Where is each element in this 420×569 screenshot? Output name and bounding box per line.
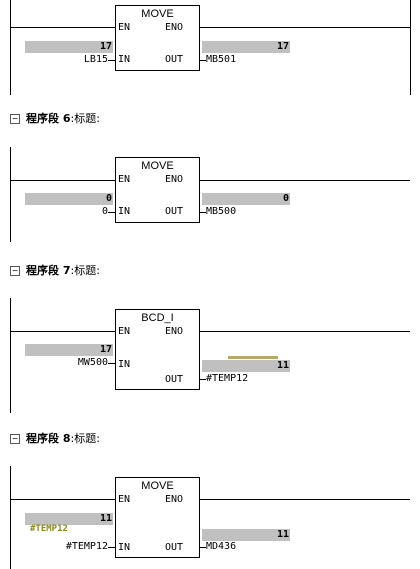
in-wire	[108, 363, 115, 364]
in-monitor-bar	[25, 513, 113, 525]
in-operand[interactable]: LB15	[83, 54, 108, 65]
in-pin: IN	[118, 54, 131, 65]
in-pin: IN	[118, 359, 131, 370]
out-wire	[200, 60, 206, 61]
bcd-i-block[interactable]: BCD_I EN ENO IN OUT	[115, 309, 200, 390]
out-monitor-bar	[202, 41, 290, 53]
move-block[interactable]: MOVE EN ENO IN OUT	[115, 477, 200, 558]
in-operand[interactable]: MW500	[77, 357, 108, 368]
network-number: 8	[62, 432, 71, 445]
overlap-artifact	[228, 356, 278, 359]
in-operand[interactable]: 0	[101, 206, 108, 217]
block-title: MOVE	[141, 160, 174, 172]
in-wire	[108, 212, 115, 213]
in-wire	[108, 60, 115, 61]
collapse-toggle-icon[interactable]: −	[10, 266, 20, 276]
out-monitor-value: 11	[276, 360, 289, 371]
network-title: 标题:	[74, 432, 100, 445]
network-7-header[interactable]: −程序段 7:标题:	[10, 264, 100, 277]
network-8-header[interactable]: −程序段 8:标题:	[10, 432, 100, 445]
move-block[interactable]: MOVE EN ENO IN OUT	[115, 5, 200, 71]
out-pin: OUT	[164, 542, 183, 553]
in-monitor-value: 11	[99, 513, 112, 524]
right-rail	[410, 0, 411, 95]
out-monitor-bar	[202, 193, 290, 205]
collapse-toggle-icon[interactable]: −	[10, 114, 20, 124]
network-title: 标题:	[74, 264, 100, 277]
in-wire	[108, 547, 115, 548]
block-title: MOVE	[141, 8, 174, 20]
out-monitor-value: 17	[276, 41, 289, 52]
network-label: 程序段	[26, 264, 59, 277]
block-title: BCD_I	[141, 312, 174, 324]
en-wire	[10, 27, 115, 28]
network-label: 程序段	[26, 432, 59, 445]
power-rail	[10, 298, 11, 413]
out-wire	[200, 379, 206, 380]
block-title: MOVE	[141, 480, 174, 492]
en-pin: EN	[118, 326, 131, 337]
collapse-toggle-icon[interactable]: −	[10, 434, 20, 444]
en-pin: EN	[118, 174, 131, 185]
in-pin: IN	[118, 206, 131, 217]
in-monitor-bar	[25, 41, 113, 53]
eno-wire	[200, 27, 410, 28]
out-wire	[200, 547, 206, 548]
network-label: 程序段	[26, 112, 59, 125]
out-operand[interactable]: MB501	[206, 54, 237, 65]
temp-tag-label: #TEMP12	[30, 524, 68, 534]
in-operand[interactable]: #TEMP12	[65, 541, 108, 552]
eno-wire	[200, 331, 410, 332]
out-monitor-bar	[202, 529, 290, 541]
en-wire	[10, 331, 115, 332]
in-monitor-value: 0	[105, 193, 112, 204]
out-operand[interactable]: #TEMP12	[206, 373, 249, 384]
power-rail	[10, 466, 11, 569]
out-pin: OUT	[164, 374, 183, 385]
in-monitor-bar	[25, 193, 113, 205]
out-wire	[200, 212, 206, 213]
network-number: 6	[62, 112, 71, 125]
in-monitor-value: 17	[99, 344, 112, 355]
network-6-header[interactable]: −程序段 6:标题:	[10, 112, 100, 125]
eno-pin: ENO	[164, 494, 183, 505]
eno-wire	[200, 499, 410, 500]
power-rail	[10, 147, 11, 242]
out-pin: OUT	[164, 206, 183, 217]
in-pin: IN	[118, 542, 131, 553]
eno-pin: ENO	[164, 326, 183, 337]
en-pin: EN	[118, 494, 131, 505]
in-monitor-bar	[25, 344, 113, 356]
network-number: 7	[62, 264, 71, 277]
en-wire	[10, 180, 115, 181]
eno-pin: ENO	[164, 22, 183, 33]
eno-pin: ENO	[164, 174, 183, 185]
eno-wire	[200, 180, 410, 181]
in-monitor-value: 17	[99, 41, 112, 52]
out-operand[interactable]: MD436	[206, 541, 237, 552]
out-operand[interactable]: MB500	[206, 206, 237, 217]
en-wire	[10, 499, 115, 500]
out-monitor-value: 0	[282, 193, 289, 204]
move-block[interactable]: MOVE EN ENO IN OUT	[115, 157, 200, 223]
out-monitor-value: 11	[276, 529, 289, 540]
out-monitor-bar	[202, 360, 290, 372]
out-pin: OUT	[164, 54, 183, 65]
power-rail	[10, 0, 11, 95]
network-title: 标题:	[74, 112, 100, 125]
en-pin: EN	[118, 22, 131, 33]
